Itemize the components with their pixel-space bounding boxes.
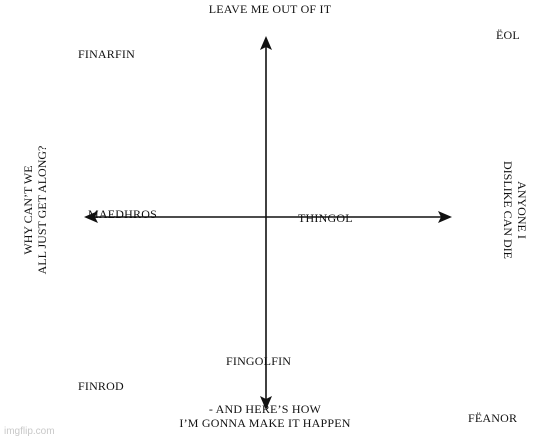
right-arrowhead [438, 211, 452, 223]
down-arrowhead [260, 396, 272, 410]
axis-label-bottom-line1: - AND HERE’S HOW [208, 402, 322, 416]
axis-label-left: WHY CAN’T WE ALL JUST GET ALONG? [21, 130, 51, 290]
axis-label-left-line2: ALL JUST GET ALONG? [35, 145, 49, 275]
axis-label-left-line1: WHY CAN’T WE [21, 165, 35, 255]
axis-label-right: ANYONE I DISLIKE CAN DIE [499, 150, 529, 270]
character-eol: ËOL [496, 28, 520, 42]
axis-label-right-line1: ANYONE I [515, 181, 529, 239]
axis-label-bottom: - AND HERE’S HOW I’M GONNA MAKE IT HAPPE… [150, 402, 380, 430]
up-arrowhead [260, 36, 272, 50]
imgflip-watermark: imgflip.com [4, 426, 55, 437]
character-finarfin: FINARFIN [78, 47, 135, 61]
axis-label-top: LEAVE ME OUT OF IT [208, 2, 332, 16]
left-arrowhead [84, 211, 98, 223]
axis-label-right-line2: DISLIKE CAN DIE [501, 161, 515, 259]
character-feanor: FËANOR [468, 411, 518, 425]
character-fingolfin: FINGOLFIN [226, 354, 292, 368]
character-thingol: THINGOL [298, 211, 353, 225]
character-finrod: FINROD [78, 379, 124, 393]
character-maedhros: MAEDHROS [88, 207, 157, 221]
axis-label-bottom-line2: I’M GONNA MAKE IT HAPPEN [179, 416, 351, 430]
